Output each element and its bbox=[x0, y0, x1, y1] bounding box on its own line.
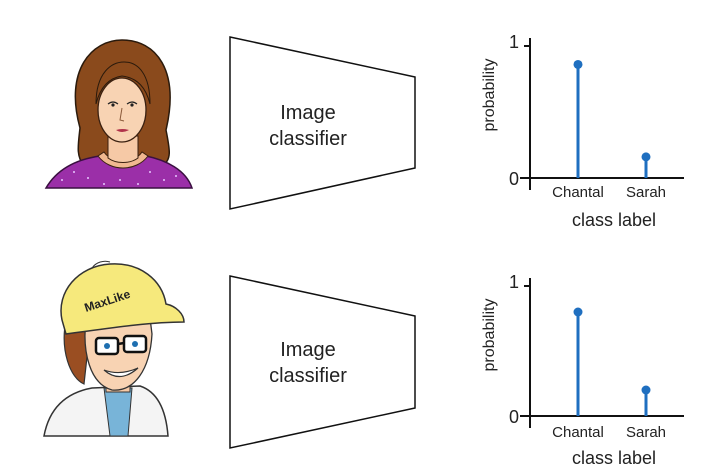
x-axis-label: class label bbox=[572, 448, 656, 468]
x-axis-label: class label bbox=[572, 210, 656, 230]
classifier-label-line1: Image bbox=[280, 102, 336, 124]
probability-chart: 1 0 probability Chantal Sarah class labe… bbox=[481, 272, 684, 468]
stem-point-chantal bbox=[573, 307, 583, 317]
y-axis-label: probability bbox=[481, 59, 498, 132]
image-classifier-block: Image classifier bbox=[229, 275, 416, 449]
y-tick-1: 1 bbox=[509, 272, 519, 292]
stem-point-sarah bbox=[641, 152, 651, 162]
y-axis-label: probability bbox=[481, 299, 498, 372]
stem-point-sarah bbox=[641, 385, 651, 395]
probability-chart: 1 0 probability Chantal Sarah class labe… bbox=[481, 32, 684, 230]
stem-point-chantal bbox=[573, 59, 583, 69]
x-tick-label: Sarah bbox=[626, 424, 666, 441]
y-tick-1: 1 bbox=[509, 32, 519, 52]
classifier-label-line1: Image bbox=[280, 339, 336, 361]
y-tick-0: 0 bbox=[509, 407, 519, 427]
x-tick-label: Sarah bbox=[626, 184, 666, 201]
x-tick-label: Chantal bbox=[552, 184, 604, 201]
y-tick-0: 0 bbox=[509, 169, 519, 189]
classifier-label-line2: classifier bbox=[269, 128, 347, 150]
classifier-label-line2: classifier bbox=[269, 365, 347, 387]
x-tick-label: Chantal bbox=[552, 424, 604, 441]
woman-portrait bbox=[44, 39, 194, 189]
cartoon-man-portrait: MaxLike bbox=[43, 260, 185, 437]
image-classifier-block: Image classifier bbox=[229, 36, 416, 210]
